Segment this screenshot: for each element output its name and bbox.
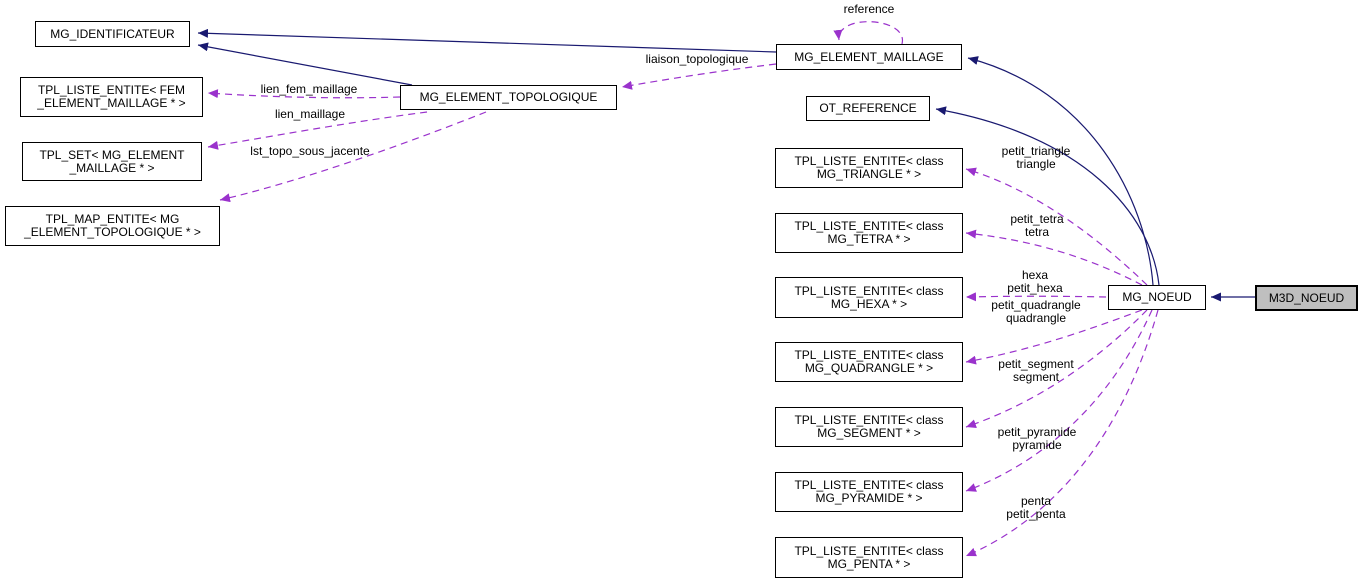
node-label: TPL_LISTE_ENTITE< class (794, 348, 944, 362)
node-label: MG_SEGMENT * > (817, 426, 921, 440)
node-label: MG_TRIANGLE * > (816, 167, 922, 181)
node-label: MG_TETRA * > (827, 232, 911, 246)
node-mg-element-topologique[interactable]: MG_ELEMENT_TOPOLOGIQUE (400, 85, 617, 110)
edge-label-lien-fem-maillage: lien_fem_maillage (261, 83, 358, 96)
edge-label-text: petit_hexa (1007, 281, 1063, 295)
node-tpl-liste-entite-mg-pyramide[interactable]: TPL_LISTE_ENTITE< class MG_PYRAMIDE * > (775, 472, 963, 512)
edge-label-text: pyramide (1012, 438, 1062, 452)
edge-maillage-to-identificateur (197, 28, 777, 53)
edge-segment (965, 309, 1148, 429)
edge-label-pyramide: petit_pyramide pyramide (998, 426, 1077, 452)
edge-lien-maillage (207, 111, 428, 150)
node-label: MG_IDENTIFICATEUR (50, 26, 175, 41)
node-label: MG_PYRAMIDE * > (815, 491, 923, 505)
edge-label-liaison-topologique: liaison_topologique (646, 53, 749, 66)
edge-label-penta: penta petit_penta (1006, 495, 1065, 521)
edge-lien-fem-maillage (207, 89, 401, 99)
edge-label-text: petit_triangle (1001, 144, 1071, 158)
node-label: TPL_LISTE_ENTITE< FEM (37, 83, 186, 97)
edge-liaison-topologique (621, 63, 777, 90)
edge-label-text: reference (843, 2, 895, 16)
node-label: TPL_LISTE_ENTITE< class (794, 413, 944, 427)
node-mg-noeud[interactable]: MG_NOEUD (1108, 285, 1206, 310)
node-label: MG_QUADRANGLE * > (804, 361, 934, 375)
edge-label-text: segment (1012, 370, 1060, 384)
edge-label-text: quadrangle (1005, 311, 1067, 325)
node-label: TPL_LISTE_ENTITE< class (794, 283, 944, 298)
node-label: OT_REFERENCE (819, 101, 917, 115)
edge-label-text: petit_penta (1006, 507, 1066, 521)
node-label: MG_PENTA * > (827, 556, 911, 571)
edge-label-reference: reference (844, 3, 895, 16)
node-label: _MAILLAGE * > (69, 160, 155, 175)
edge-label-hexa: hexa petit_hexa (1007, 269, 1062, 295)
node-tpl-set-mg-element-maillage[interactable]: TPL_SET< MG_ELEMENT _MAILLAGE * > (22, 142, 202, 181)
edge-label-text: triangle (1016, 157, 1056, 171)
node-label: MG_NOEUD (1122, 290, 1192, 304)
edge-triangle (965, 167, 1148, 286)
node-tpl-map-entite-mg-element-topologique[interactable]: TPL_MAP_ENTITE< MG _ELEMENT_TOPOLOGIQUE … (5, 206, 220, 246)
edge-label-text: tetra (1024, 225, 1049, 239)
node-ot-reference[interactable]: OT_REFERENCE (806, 96, 930, 121)
edge-label-text: petit_quadrangle (991, 298, 1081, 312)
edge-label-triangle: petit_triangle triangle (1002, 145, 1071, 171)
node-label: _ELEMENT_MAILLAGE * > (37, 96, 186, 110)
edge-reference-selfloop (833, 21, 903, 45)
edge-label-text: lst_topo_sous_jacente (250, 144, 370, 158)
edge-noeud-to-maillage (967, 56, 1154, 286)
node-label: MG_ELEMENT_TOPOLOGIQUE (419, 90, 598, 104)
node-tpl-liste-entite-mg-tetra[interactable]: TPL_LISTE_ENTITE< class MG_TETRA * > (775, 213, 963, 253)
edge-label-text: penta (1020, 494, 1052, 508)
node-tpl-liste-entite-fem-element-maillage[interactable]: TPL_LISTE_ENTITE< FEM _ELEMENT_MAILLAGE … (20, 77, 203, 117)
node-tpl-liste-entite-mg-penta[interactable]: TPL_LISTE_ENTITE< class MG_PENTA * > (775, 537, 963, 578)
node-label: M3D_NOEUD (1268, 290, 1345, 305)
node-label: _ELEMENT_TOPOLOGIQUE * > (24, 225, 201, 239)
edge-label-text: petit_tetra (1010, 212, 1064, 226)
edge-penta (965, 309, 1159, 557)
edge-hexa (965, 292, 1107, 302)
edge-label-lien-maillage: lien_maillage (275, 108, 345, 121)
node-label: TPL_LISTE_ENTITE< class (794, 219, 944, 233)
edge-label-text: hexa (1021, 268, 1049, 282)
edge-quadrangle (965, 309, 1143, 365)
node-tpl-liste-entite-mg-triangle[interactable]: TPL_LISTE_ENTITE< class MG_TRIANGLE * > (775, 148, 963, 188)
edge-label-lst-topo-sous-jacente: lst_topo_sous_jacente (250, 145, 369, 158)
node-tpl-liste-entite-mg-quadrangle[interactable]: TPL_LISTE_ENTITE< class MG_QUADRANGLE * … (775, 342, 963, 382)
edge-label-segment: petit_segment segment (998, 358, 1073, 384)
node-mg-identificateur[interactable]: MG_IDENTIFICATEUR (35, 21, 190, 47)
node-label: MG_ELEMENT_MAILLAGE (794, 49, 944, 64)
node-tpl-liste-entite-mg-hexa[interactable]: TPL_LISTE_ENTITE< class MG_HEXA * > (775, 277, 963, 318)
node-tpl-liste-entite-mg-segment[interactable]: TPL_LISTE_ENTITE< class MG_SEGMENT * > (775, 407, 963, 447)
node-label: TPL_SET< MG_ELEMENT (39, 147, 185, 162)
node-mg-element-maillage[interactable]: MG_ELEMENT_MAILLAGE (776, 44, 962, 70)
edge-label-tetra: petit_tetra tetra (1010, 213, 1063, 239)
node-label: MG_HEXA * > (830, 296, 908, 311)
edge-label-text: liaison_topologique (645, 52, 749, 66)
edge-pyramide (965, 309, 1153, 492)
node-label: TPL_LISTE_ENTITE< class (794, 543, 944, 558)
node-m3d-noeud: M3D_NOEUD (1255, 285, 1358, 311)
node-label: TPL_MAP_ENTITE< MG (45, 212, 180, 226)
edge-label-text: petit_segment (998, 357, 1074, 371)
node-label: TPL_LISTE_ENTITE< class (794, 154, 944, 168)
edge-lst-topo-sous-jacente (219, 111, 487, 203)
node-label: TPL_LISTE_ENTITE< class (794, 478, 944, 492)
edge-label-quadrangle: petit_quadrangle quadrangle (991, 299, 1080, 325)
edge-noeud-to-otreference (935, 106, 1160, 286)
edge-label-text: lien_maillage (274, 107, 346, 121)
edge-topologique-to-identificateur (197, 42, 413, 86)
edge-label-text: lien_fem_maillage (260, 82, 358, 96)
edge-tetra (965, 229, 1143, 286)
edge-label-text: petit_pyramide (997, 425, 1077, 439)
